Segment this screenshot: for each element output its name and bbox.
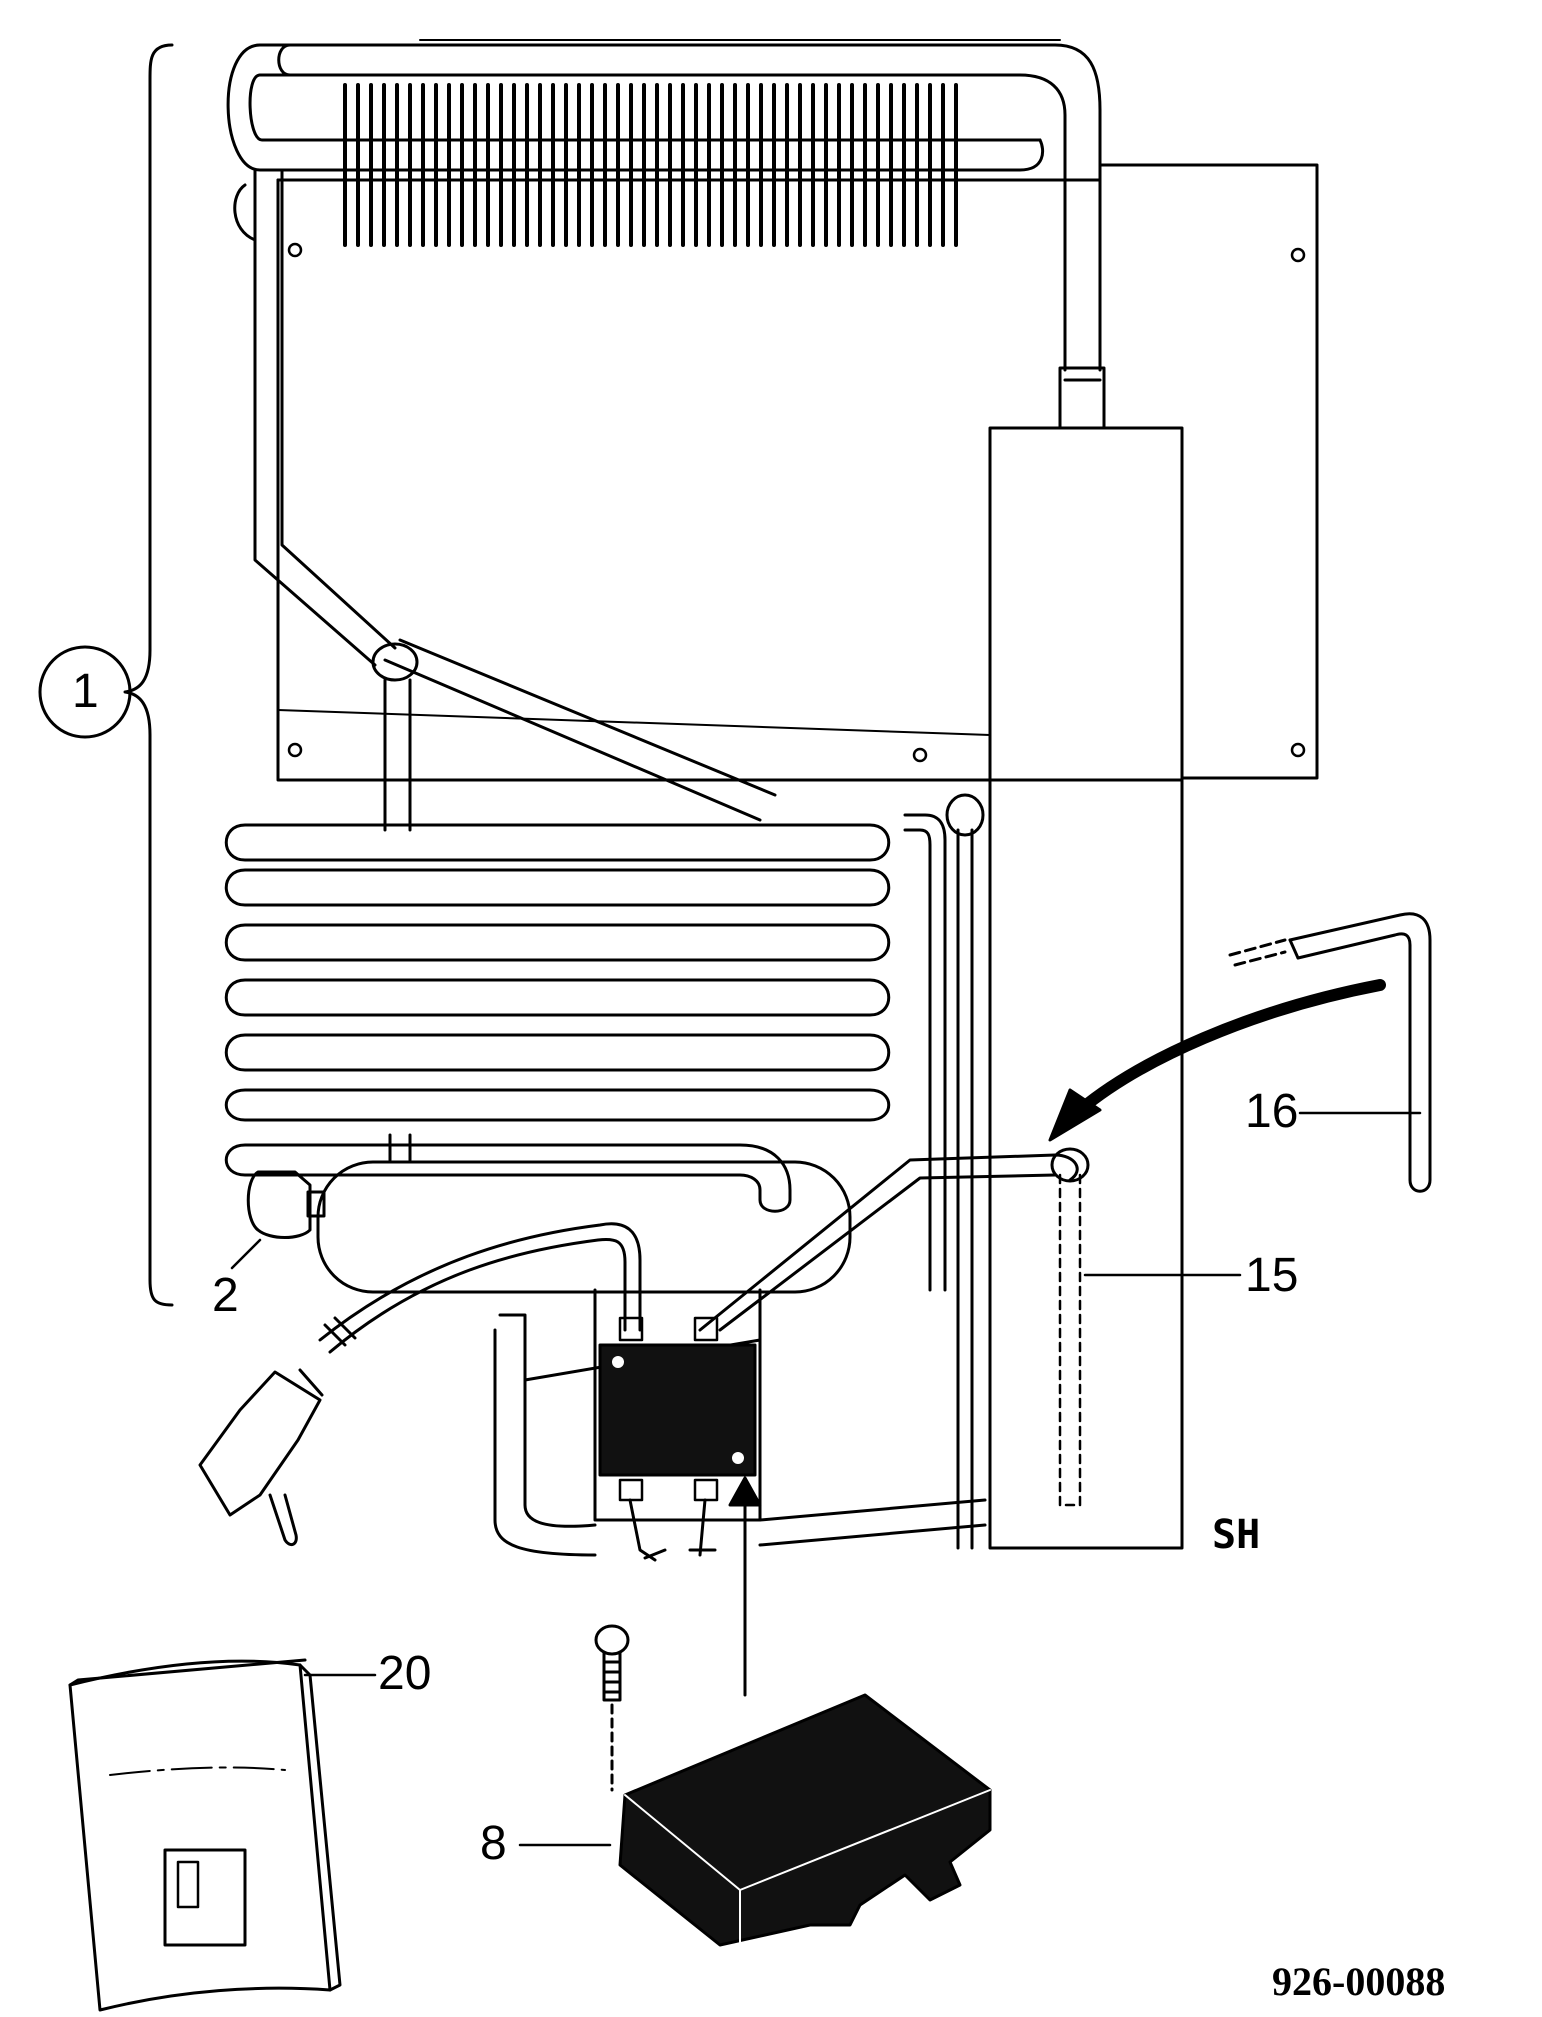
callout-16: 16 [1245, 1085, 1299, 1138]
cap-part-2 [246, 1170, 326, 1239]
evaporator-loop [226, 39, 1102, 372]
absorber-column [988, 366, 1184, 1550]
callout-8: 8 [480, 1817, 507, 1870]
left-down-tube [233, 168, 397, 667]
diagonal-tube [371, 638, 777, 832]
drawing-number: 926-00088 [1272, 1959, 1446, 2004]
model-code: SH [1212, 1512, 1261, 1558]
sensor-tube-part-15 [1058, 1173, 1082, 1507]
callout-1: 1 [72, 665, 99, 718]
control-module [598, 1316, 757, 1562]
assembly-bracket [123, 43, 174, 1307]
vertical-pipes [903, 793, 985, 1550]
assembly-callout-circle [38, 645, 132, 739]
power-cord [318, 1222, 642, 1354]
screw [594, 1624, 630, 1792]
back-plate-strip [277, 709, 991, 736]
evaporator-fins [343, 83, 958, 247]
callout-2: 2 [212, 1269, 239, 1322]
mounting-holes [287, 242, 1306, 763]
plug [198, 1368, 324, 1547]
arrow-to-column [1048, 979, 1386, 1142]
back-plate [276, 163, 1319, 782]
leader-part-2 [230, 1238, 262, 1270]
callout-15: 15 [1245, 1249, 1299, 1302]
boiler-tank [316, 1133, 852, 1294]
arrow-to-control [728, 1476, 762, 1697]
callout-20: 20 [378, 1647, 432, 1700]
flue-tubes [698, 1147, 1090, 1332]
probe-part-16 [1228, 912, 1432, 1193]
cover-part-8 [618, 1693, 992, 1947]
manual-part-20 [68, 1658, 342, 2012]
condenser-coil [224, 823, 891, 1213]
